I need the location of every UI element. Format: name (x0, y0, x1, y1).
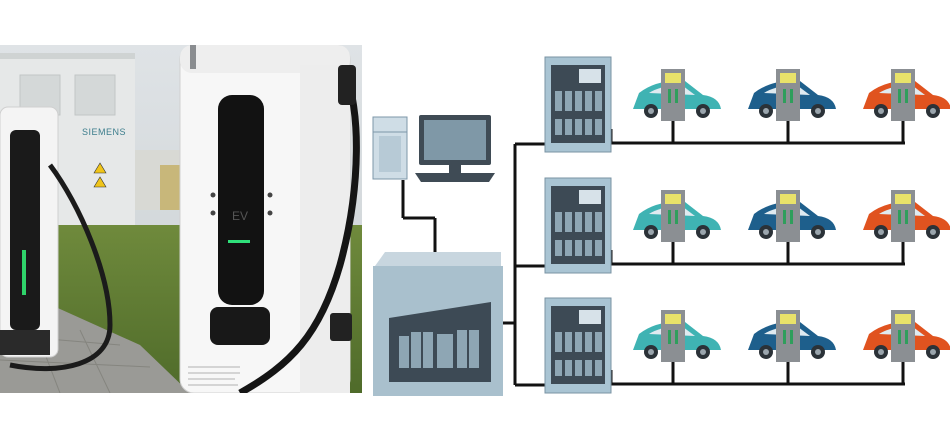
ev-charging-station-photo: SIEMENS EV (0, 45, 362, 393)
large-charger: EV (179, 45, 360, 393)
ev-logo-text: EV (232, 209, 248, 223)
ev-charger-icon (891, 310, 915, 362)
ev-charger-icon (661, 310, 685, 362)
ev-charger-icon (661, 190, 685, 242)
ev-charger-icon (776, 190, 800, 242)
charging-network-diagram (365, 40, 950, 400)
ev-charger-icon (776, 310, 800, 362)
ev-charger-icon (776, 69, 800, 121)
charging-row (544, 177, 950, 274)
small-charger (0, 106, 113, 372)
ev-charger-icon (891, 190, 915, 242)
ev-charger-icon (661, 69, 685, 121)
charging-row (544, 56, 950, 153)
charging-controller-cabinet-icon (544, 56, 612, 153)
charging-controller-cabinet-icon (544, 177, 612, 274)
computer-monitor-icon (415, 115, 495, 182)
central-controller-icon (373, 252, 503, 396)
charging-controller-cabinet-icon (544, 297, 612, 394)
ev-charger-icon (891, 69, 915, 121)
charging-row (544, 297, 950, 394)
control-cabinet-icon (372, 116, 408, 180)
siemens-logo-text: SIEMENS (82, 127, 126, 137)
network-lines (401, 142, 545, 387)
